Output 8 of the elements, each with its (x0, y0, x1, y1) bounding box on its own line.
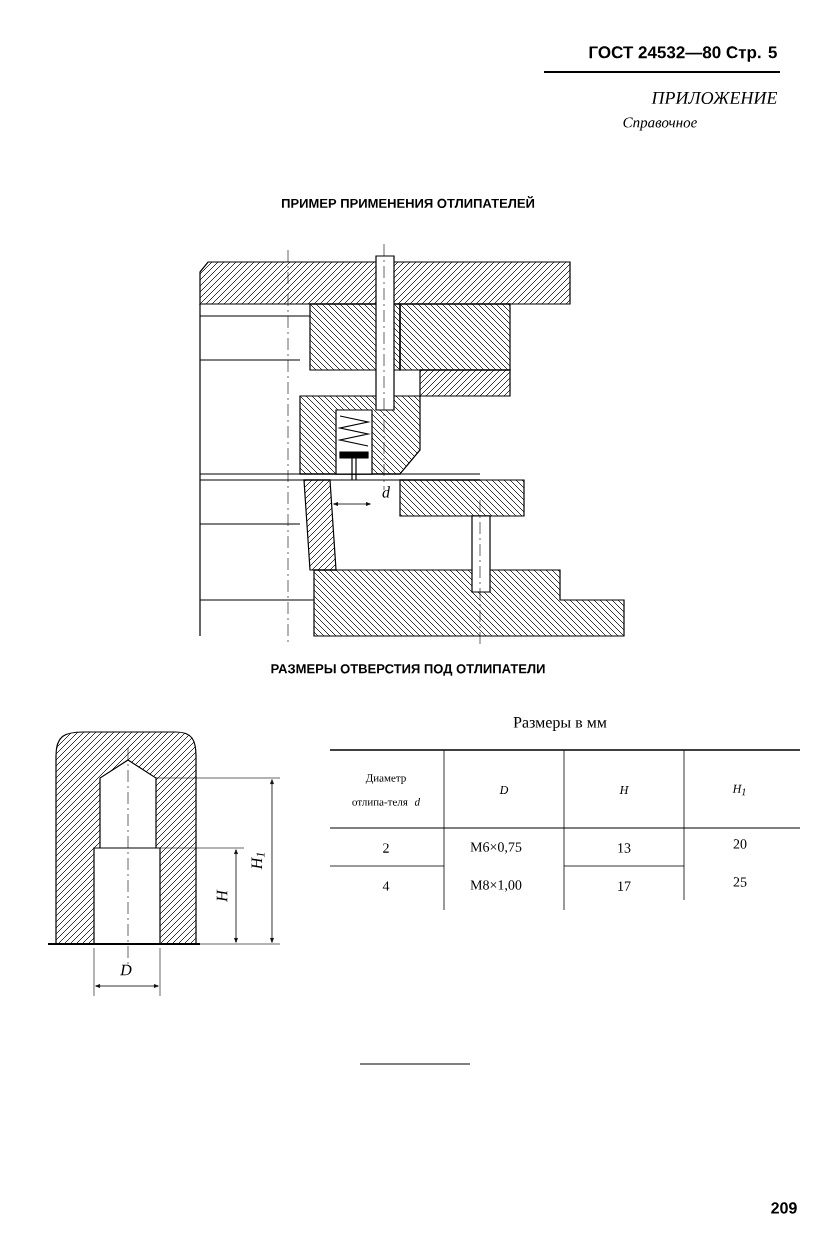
page-number: 209 (771, 1202, 797, 1214)
dimension-label: H (216, 889, 228, 902)
dimension-label: D (120, 964, 132, 976)
table-caption: Размеры в мм (513, 717, 607, 731)
dimension-label: d (382, 486, 391, 498)
appendix-title: ПРИЛОЖЕНИЕ (651, 91, 778, 105)
dimension-label: H$_{1}$ (251, 853, 265, 870)
header-text: ГОСТ 24532—80 Стр. 5 (589, 46, 777, 62)
